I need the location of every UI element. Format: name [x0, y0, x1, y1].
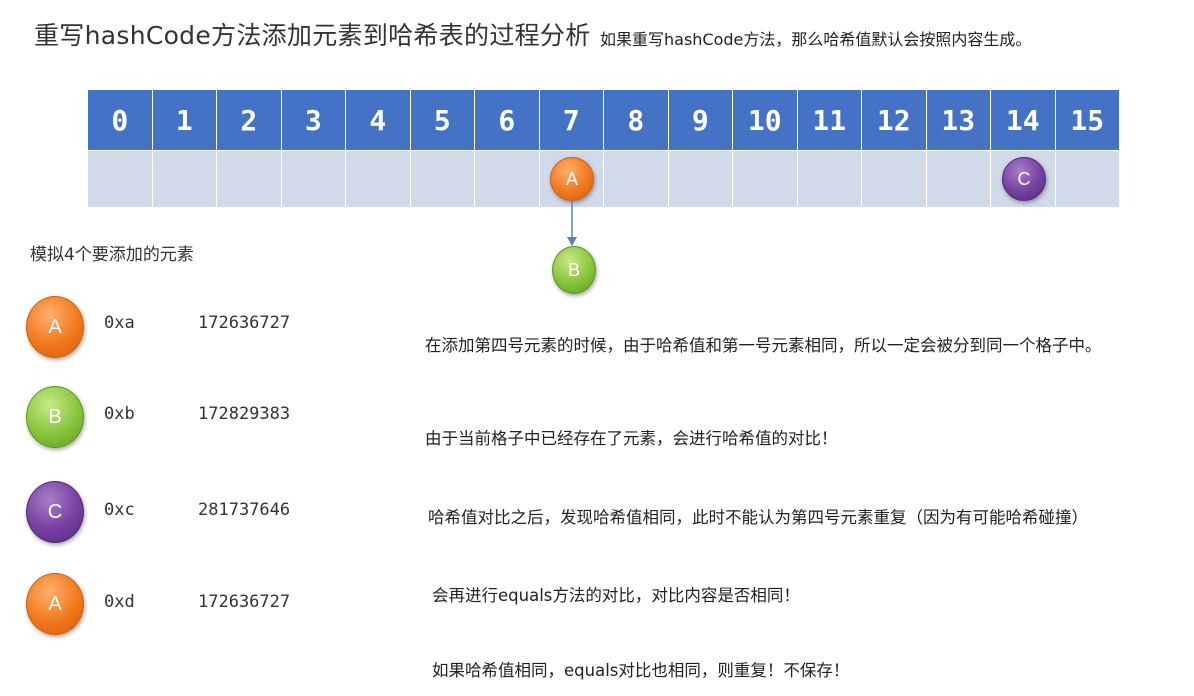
elements-label: 模拟4个要添加的元素: [30, 245, 194, 265]
diagram-title: 重写hashCode方法添加元素到哈希表的过程分析: [34, 21, 591, 50]
index-cell: 1: [152, 90, 217, 150]
chained-node-b: B: [552, 246, 596, 294]
slot-cell: [281, 150, 346, 207]
slot-14-node-c: C: [1002, 157, 1046, 201]
index-cell: 9: [668, 90, 733, 150]
index-cell: 6: [475, 90, 540, 150]
element-b-circle: B: [26, 386, 84, 448]
index-cell: 14: [991, 90, 1056, 150]
slot-cell: [668, 150, 733, 207]
slot-7-node-a: A: [550, 157, 594, 201]
element-c-hash: 281737646: [198, 500, 291, 520]
index-cell: 10: [733, 90, 798, 150]
slot-cell: [152, 150, 217, 207]
index-cell: 4: [346, 90, 411, 150]
slot-cell: [1055, 150, 1120, 207]
index-cell: 11: [797, 90, 862, 150]
slot-cell: [410, 150, 475, 207]
slot-cell: [733, 150, 798, 207]
hash-table: 0 1 2 3 4 5 6 7 8 9 10 11 12 13 14 15: [88, 90, 1120, 207]
chain-arrow: [567, 199, 577, 246]
index-cell: 2: [217, 90, 282, 150]
index-cell: 0: [88, 90, 153, 150]
explanation-2: 由于当前格子中已经存在了元素，会进行哈希值的对比！: [425, 429, 838, 448]
hash-table-slot-row: [88, 150, 1120, 207]
index-cell: 7: [539, 90, 604, 150]
slot-cell: [217, 150, 282, 207]
element-d-hash: 172636727: [198, 592, 291, 612]
element-a-hash: 172636727: [198, 313, 291, 333]
element-a-address: 0xa: [104, 313, 135, 333]
index-cell: 5: [410, 90, 475, 150]
explanation-5: 如果哈希值相同，equals对比也相同，则重复！不保存！: [432, 661, 850, 680]
slot-cell: [475, 150, 540, 207]
index-cell: 12: [862, 90, 927, 150]
slot-cell: [604, 150, 669, 207]
slot-cell: [346, 150, 411, 207]
hash-table-index-row: 0 1 2 3 4 5 6 7 8 9 10 11 12 13 14 15: [88, 90, 1120, 150]
slot-cell: [797, 150, 862, 207]
element-b-hash: 172829383: [198, 404, 291, 424]
element-b-address: 0xb: [104, 404, 135, 424]
index-cell: 15: [1055, 90, 1120, 150]
index-cell: 8: [604, 90, 669, 150]
element-d-circle: A: [26, 573, 84, 635]
element-c-circle: C: [26, 481, 84, 543]
slot-cell: [862, 150, 927, 207]
index-cell: 3: [281, 90, 346, 150]
element-d-address: 0xd: [104, 592, 135, 612]
explanation-4: 会再进行equals方法的对比，对比内容是否相同！: [432, 586, 800, 605]
diagram-subtitle: 如果重写hashCode方法，那么哈希值默认会按照内容生成。: [600, 30, 1032, 49]
slot-cell: [88, 150, 153, 207]
explanation-3: 哈希值对比之后，发现哈希值相同，此时不能认为第四号元素重复（因为有可能哈希碰撞）: [428, 508, 1088, 527]
explanation-1: 在添加第四号元素的时候，由于哈希值和第一号元素相同，所以一定会被分到同一个格子中…: [425, 336, 1102, 355]
element-c-address: 0xc: [104, 500, 135, 520]
index-cell: 13: [926, 90, 991, 150]
slot-cell: [926, 150, 991, 207]
element-a-circle: A: [26, 296, 84, 358]
